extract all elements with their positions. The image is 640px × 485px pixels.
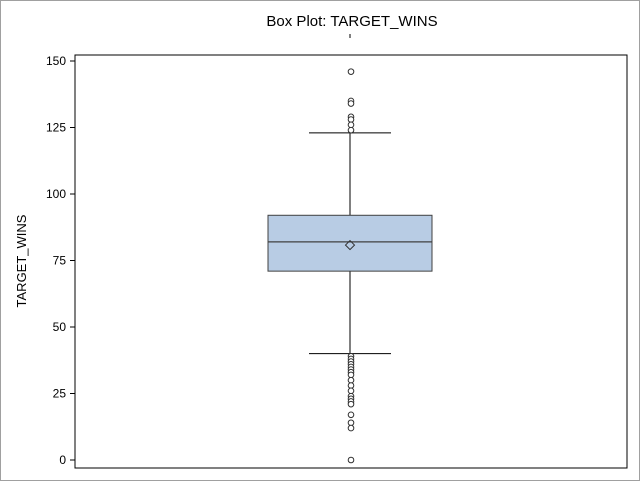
y-tick-label-125: 125 [46, 121, 66, 135]
outlier-point-25 [347, 456, 355, 464]
y-tick-label-25: 25 [53, 387, 67, 401]
outlier-point-21 [347, 400, 355, 408]
outlier-point-5 [347, 121, 355, 129]
y-tick-label-150: 150 [46, 54, 66, 68]
y-tick-label-100: 100 [46, 187, 66, 201]
outlier-point-23 [347, 419, 355, 427]
y-tick-label-0: 0 [59, 453, 66, 467]
outlier-point-24 [347, 424, 355, 432]
interquartile-box [267, 214, 433, 272]
outlier-point-14 [347, 371, 355, 379]
outlier-point-17 [347, 387, 355, 395]
box-plot-marks [267, 68, 433, 464]
outlier-point-0 [347, 68, 355, 75]
y-tick-label-50: 50 [53, 320, 67, 334]
y-axis: 0 25 50 75 100 125 150 [46, 34, 351, 468]
y-tick-label-75: 75 [53, 254, 67, 268]
outlier-point-2 [347, 100, 355, 107]
outlier-point-6 [347, 126, 355, 134]
outlier-point-22 [347, 411, 355, 419]
outlier-point-15 [347, 376, 355, 384]
chart-title: Box Plot: TARGET_WINS [266, 13, 437, 30]
outlier-point-4 [347, 116, 355, 123]
outlier-point-16 [347, 382, 355, 389]
y-axis-label: TARGET_WINS [14, 214, 29, 307]
mean-marker [344, 239, 356, 251]
